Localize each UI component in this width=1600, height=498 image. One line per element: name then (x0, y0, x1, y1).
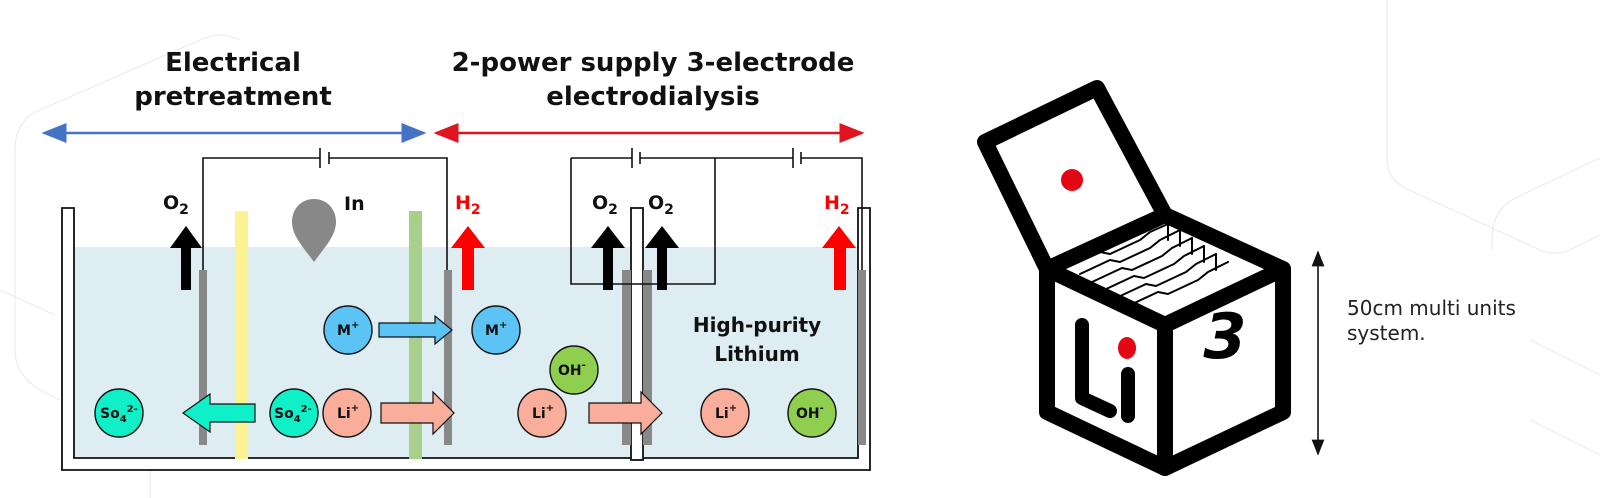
ion-li-mid: Li+ (517, 388, 567, 438)
logo-i-dot (1118, 337, 1136, 359)
anode-electrode-mid-left (622, 270, 631, 445)
product-label-line1: High-purity (693, 313, 821, 337)
h2-arrow-left (451, 226, 485, 290)
h2-arrow-right (822, 226, 856, 290)
indium-label: In (344, 193, 365, 215)
pretreatment-title-line2: pretreatment (134, 82, 332, 112)
o2-label-mid-right: O2 (648, 192, 674, 218)
li3-logo-box: 3 (977, 80, 1291, 476)
svg-text:OH-: OH- (558, 360, 586, 379)
cathode-electrode-right (858, 270, 866, 445)
cathode-electrode-left (444, 270, 452, 445)
m-ion-migration-arrow (378, 314, 453, 346)
ion-li-left: Li+ (322, 388, 372, 438)
pretreatment-title-line1: Electrical (165, 48, 301, 78)
svg-text:M+: M+ (337, 320, 359, 339)
ion-m-right: M+ (471, 305, 521, 355)
ion-so4-outer: So42- (94, 388, 144, 438)
h2-label-left: H2 (455, 192, 481, 218)
electrodialysis-title-line2: electrodialysis (546, 82, 760, 112)
svg-text:OH-: OH- (796, 403, 824, 422)
electrodialysis-title-line1: 2-power supply 3-electrode (452, 48, 855, 78)
anode-electrode-mid-right (643, 270, 652, 445)
logo-letter-l (1075, 318, 1117, 418)
so4-ion-migration-arrow (181, 392, 256, 434)
svg-text:So42-: So42- (100, 404, 138, 425)
o2-arrow-mid-right (645, 226, 679, 290)
o2-arrow-mid-left (591, 226, 625, 290)
svg-text:Li+: Li+ (337, 403, 359, 422)
pretreatment-circuit (202, 148, 448, 270)
o2-label-mid-left: O2 (592, 192, 618, 218)
li-ion-migration-arrow-mid (588, 390, 663, 436)
o2-arrow-left (170, 226, 202, 290)
anion-membrane-yellow (235, 211, 248, 459)
dimension-note: 50cm multi units system. (1347, 296, 1516, 345)
indium-droplet-icon (292, 199, 336, 262)
ion-m-left: M+ (323, 305, 373, 355)
li-ion-migration-arrow-left (380, 390, 455, 436)
ion-oh-right: OH- (787, 388, 837, 438)
anode-electrode-left (199, 270, 207, 445)
o2-label-left: O2 (163, 192, 189, 218)
logo-number: 3 (1203, 300, 1246, 373)
ion-oh-mid: OH- (549, 345, 599, 395)
ion-so4-inner: So42- (269, 388, 319, 438)
svg-text:Li+: Li+ (532, 403, 554, 422)
svg-text:So42-: So42- (274, 404, 312, 425)
ion-li-right: Li+ (700, 388, 750, 438)
logo-right-face (1157, 261, 1291, 476)
logo-filter-plates (1069, 223, 1229, 307)
product-label-line2: Lithium (714, 342, 799, 366)
tank-wall (61, 207, 871, 471)
h2-label-right: H2 (824, 192, 850, 218)
logo-lid-dot (1061, 169, 1083, 191)
svg-text:Li+: Li+ (715, 403, 737, 422)
svg-text:M+: M+ (485, 320, 507, 339)
electrodialysis-circuit (570, 148, 863, 285)
